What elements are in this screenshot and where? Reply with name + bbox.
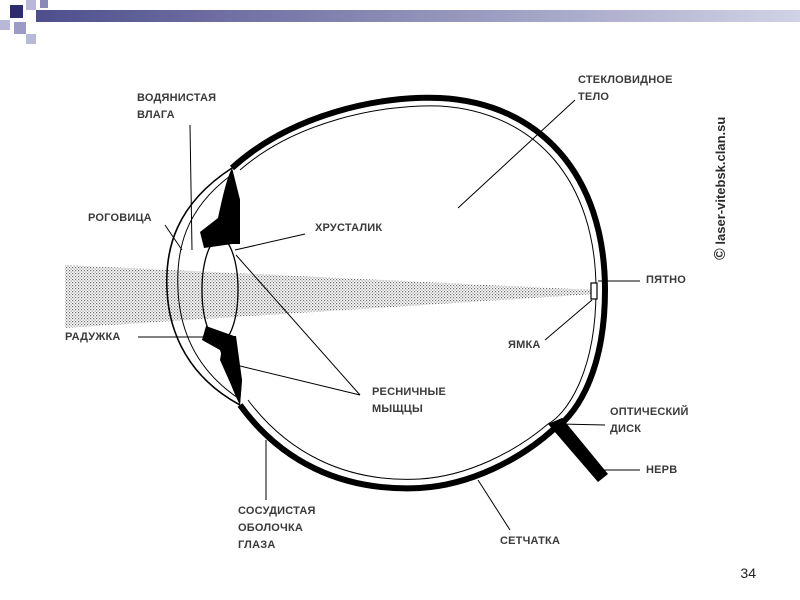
leader-cornea bbox=[165, 225, 182, 250]
page-number: 34 bbox=[740, 565, 756, 581]
leader-fovea bbox=[545, 300, 592, 340]
label-choroid: СОСУДИСТАЯ ОБОЛОЧКА ГЛАЗА bbox=[238, 503, 316, 554]
watermark: © laser-vitebsk.clan.su bbox=[712, 140, 732, 260]
fovea bbox=[591, 283, 597, 299]
label-lens: ХРУСТАЛИК bbox=[315, 220, 382, 237]
optic-nerve bbox=[548, 418, 608, 482]
leader-aqueous bbox=[190, 125, 192, 250]
leader-lens bbox=[235, 234, 305, 250]
label-retina: СЕТЧАТКА bbox=[500, 533, 560, 550]
leader-retina bbox=[478, 480, 510, 530]
watermark-text: laser-vitebsk.clan.su bbox=[713, 117, 728, 245]
copyright-icon: © bbox=[712, 248, 729, 260]
label-ciliary-muscles: РЕСНИЧНЫЕ МЫЩЦЫ bbox=[372, 384, 446, 418]
light-beam bbox=[65, 265, 595, 328]
leader-ciliary bbox=[236, 365, 360, 395]
label-fovea: ЯМКА bbox=[508, 337, 541, 354]
label-aqueous-humor: ВОДЯНИСТАЯ ВЛАГА bbox=[137, 90, 216, 124]
label-optic-disc: ОПТИЧЕСКИЙ ДИСК bbox=[610, 404, 689, 438]
label-iris: РАДУЖКА bbox=[65, 329, 121, 346]
label-cornea: РОГОВИЦА bbox=[88, 210, 152, 227]
label-nerve: НЕРВ bbox=[646, 462, 677, 479]
label-vitreous-body: СТЕКЛОВИДНОЕ ТЕЛО bbox=[578, 72, 673, 106]
label-macula: ПЯТНО bbox=[646, 272, 686, 289]
